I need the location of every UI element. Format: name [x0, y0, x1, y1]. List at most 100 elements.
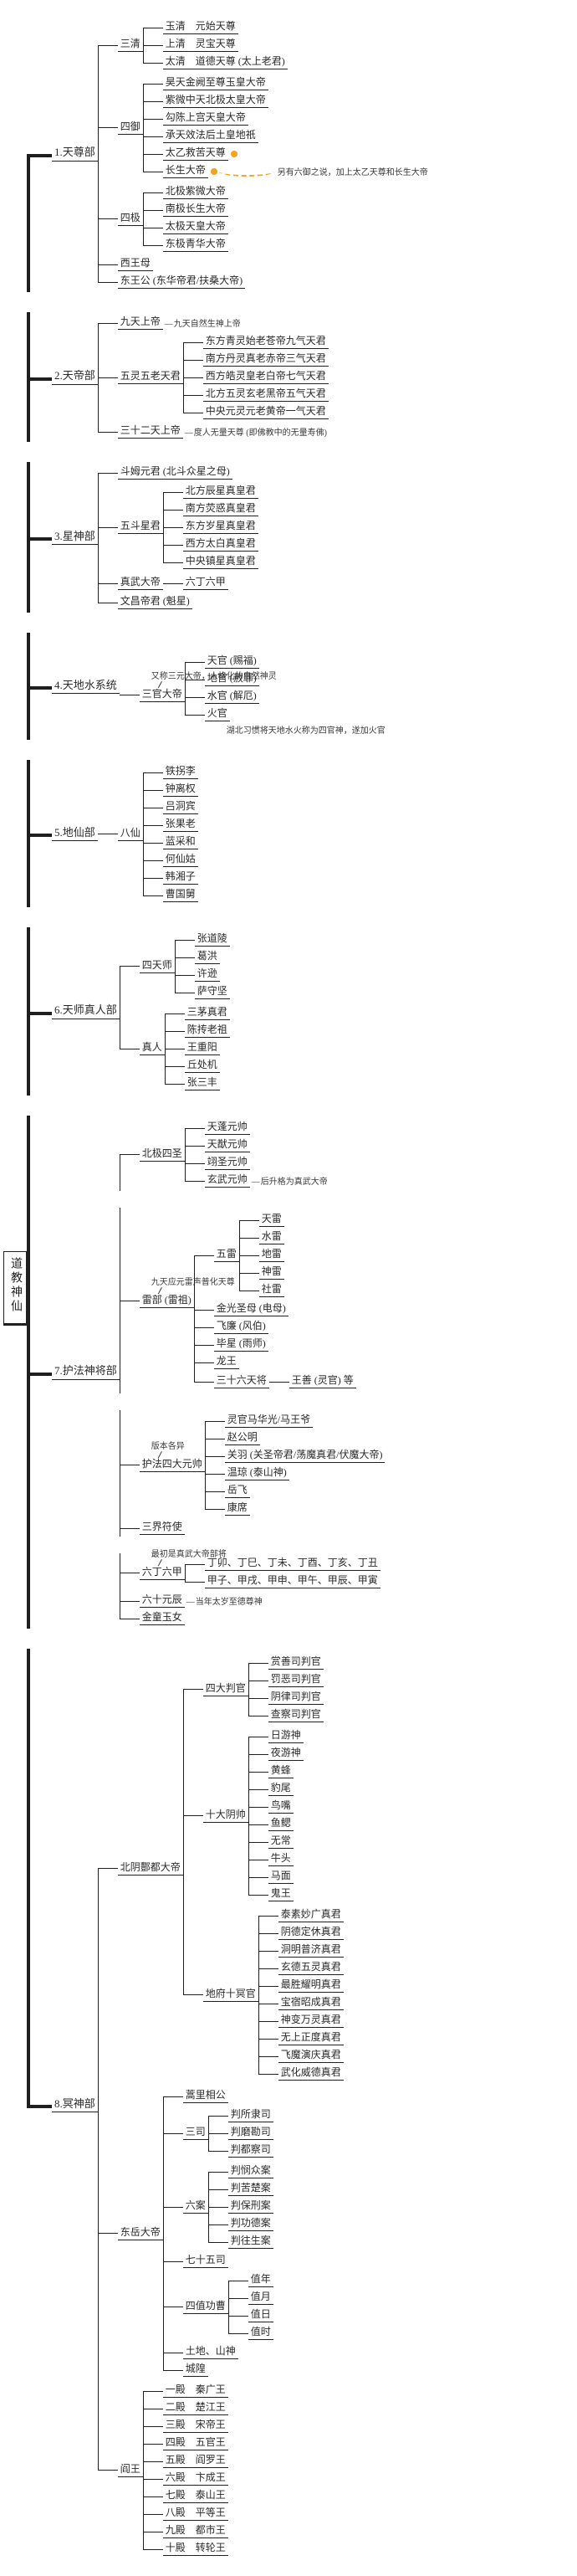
tree-node-label[interactable]: 三官大帝: [139, 688, 185, 702]
tree-node-label[interactable]: 北极紫微大帝: [162, 185, 228, 199]
tree-node-label[interactable]: 三十二天上帝: [117, 424, 183, 439]
tree-node-label[interactable]: 韩湘子: [162, 870, 198, 885]
tree-node-label[interactable]: 地府十冥官: [202, 1988, 258, 2002]
tree-node-label[interactable]: 真武大帝: [117, 576, 163, 590]
tree-node-label[interactable]: 许逊: [194, 967, 220, 982]
tree-node-label[interactable]: 毕星 (雨师): [213, 1337, 268, 1352]
tree-node-label[interactable]: 判保刑案: [227, 2199, 273, 2214]
tree-node-label[interactable]: 王重阳: [184, 1041, 220, 1055]
tree-node-label[interactable]: 无常: [268, 1835, 294, 1849]
tree-node-label[interactable]: 斗姆元君 (北斗众星之母): [117, 465, 232, 480]
tree-node-label[interactable]: 中央元灵元老黄帝一气天君: [202, 405, 329, 419]
tree-node-label[interactable]: 地雷: [258, 1248, 284, 1262]
tree-node-label[interactable]: 康席: [224, 1501, 250, 1516]
tree-node-label[interactable]: 南极长生大帝: [162, 203, 228, 217]
tree-node-label[interactable]: 吕洞宾: [162, 800, 198, 814]
tree-node-label[interactable]: 雷部 (雷祖): [139, 1294, 194, 1308]
tree-node-label[interactable]: 二殿 楚江王: [162, 2401, 228, 2415]
tree-node-label[interactable]: 四极: [117, 212, 143, 226]
tree-node-label[interactable]: 何仙姑: [162, 853, 198, 867]
tree-node-label[interactable]: 五灵五老天君: [117, 370, 183, 384]
tree-node-label[interactable]: 金光圣母 (电母): [213, 1302, 288, 1316]
tree-node-label[interactable]: 赵公明: [224, 1431, 260, 1445]
tree-node-label[interactable]: 太清 道德天尊 (太上老君): [162, 55, 288, 69]
tree-node-label[interactable]: 北方辰星真皇君: [182, 485, 258, 499]
tree-node-label[interactable]: 豹尾: [268, 1782, 294, 1796]
tree-node-label[interactable]: 文昌帝君 (魁星): [117, 595, 192, 609]
tree-node-label[interactable]: 五雷: [213, 1248, 239, 1262]
tree-node-label[interactable]: 六案: [182, 2199, 208, 2214]
tree-node-label[interactable]: 西方皓灵皇老白帝七气天君: [202, 370, 329, 384]
tree-node-label[interactable]: 丁卯、丁巳、丁未、丁酉、丁亥、丁丑: [204, 1557, 380, 1571]
tree-node-label[interactable]: 土地、山神: [182, 2345, 238, 2359]
tree-node-label[interactable]: 岳飞: [224, 1484, 250, 1498]
tree-node-label[interactable]: 三茅真君: [184, 1006, 230, 1020]
tree-node-label[interactable]: 值时: [248, 2326, 273, 2340]
tree-node-label[interactable]: 三司: [182, 2126, 208, 2140]
tree-node-label[interactable]: 三殿 宋帝王: [162, 2419, 228, 2433]
tree-node-label[interactable]: 上清 灵宝天尊: [162, 38, 238, 52]
tree-node-label[interactable]: 紫微中天北极太皇大帝: [162, 94, 268, 108]
tree-node-label[interactable]: 甲子、甲戌、甲申、甲午、甲辰、甲寅: [204, 1574, 380, 1588]
tree-node-label[interactable]: 7.护法神将部: [52, 1364, 120, 1380]
tree-node-label[interactable]: 龙王: [213, 1355, 239, 1369]
tree-node-label[interactable]: 蒿里相公: [182, 2089, 228, 2103]
tree-node-label[interactable]: 洞明普济真君: [278, 1943, 344, 1958]
tree-node-label[interactable]: 七十五司: [182, 2254, 228, 2268]
tree-node-label[interactable]: 黄蜂: [268, 1764, 294, 1778]
tree-node-label[interactable]: 4.天地水系统: [52, 679, 120, 695]
tree-node-label[interactable]: 北方五灵玄老黑帝五气天君: [202, 387, 329, 402]
tree-node-label[interactable]: 陈抟老祖: [184, 1024, 230, 1038]
tree-node-label[interactable]: 玉清 元始天尊: [162, 20, 238, 34]
tree-node-label[interactable]: 四殿 五官王: [162, 2436, 228, 2450]
tree-node-label[interactable]: 阎王: [117, 2463, 143, 2477]
tree-node-label[interactable]: 马面: [268, 1870, 294, 1884]
tree-node-label[interactable]: 神雷: [258, 1265, 284, 1280]
tree-node-label[interactable]: 七殿 泰山王: [162, 2489, 228, 2503]
tree-node-label[interactable]: 六丁六甲: [139, 1566, 185, 1580]
tree-node-label[interactable]: 西方太白真皇君: [182, 537, 258, 552]
tree-node-label[interactable]: 火官: [204, 707, 230, 721]
tree-node-label[interactable]: 鸟嘴: [268, 1799, 294, 1814]
tree-node-label[interactable]: 护法四大元帅: [139, 1458, 205, 1472]
tree-node-label[interactable]: 东方岁星真皇君: [182, 520, 258, 534]
tree-node-label[interactable]: 5.地仙部: [52, 826, 98, 842]
tree-node-label[interactable]: 八仙: [117, 827, 143, 841]
tree-node-label[interactable]: 飞魔演庆真君: [278, 2049, 344, 2063]
tree-node-label[interactable]: 社雷: [258, 1283, 284, 1297]
tree-node-label[interactable]: 玄武元帅: [204, 1173, 250, 1188]
tree-node-label[interactable]: 阴德定休真君: [278, 1926, 344, 1940]
tree-node-label[interactable]: 值日: [248, 2308, 273, 2322]
tree-node-label[interactable]: 夜游神: [268, 1747, 304, 1761]
tree-node-label[interactable]: 三清: [117, 38, 143, 52]
tree-node-label[interactable]: 无上正度真君: [278, 2031, 344, 2045]
tree-node-label[interactable]: 武化威德真君: [278, 2066, 344, 2081]
tree-node-label[interactable]: 6.天师真人部: [52, 1003, 120, 1019]
tree-node-label[interactable]: 三界符使: [139, 1521, 185, 1535]
tree-node-label[interactable]: 真人: [139, 1041, 165, 1055]
tree-node-label[interactable]: 东岳大帝: [117, 2226, 163, 2240]
tree-node-label[interactable]: 四大判官: [202, 1682, 248, 1696]
tree-node-label[interactable]: 城隍: [182, 2363, 208, 2377]
tree-node-label[interactable]: 王善 (灵官) 等: [288, 1374, 356, 1388]
tree-node-label[interactable]: 灵官马华光/马王爷: [224, 1414, 314, 1428]
tree-node-label[interactable]: 四天师: [139, 959, 175, 973]
tree-node-label[interactable]: 水官 (解厄): [204, 690, 259, 704]
tree-node-label[interactable]: 查察司判官: [268, 1708, 324, 1722]
tree-node-label[interactable]: 丘处机: [184, 1059, 220, 1073]
tree-node-label[interactable]: 判苦楚案: [227, 2182, 273, 2196]
tree-node-label[interactable]: 十殿 转轮王: [162, 2542, 228, 2556]
tree-node-label[interactable]: 六丁六甲: [182, 576, 228, 590]
tree-node-label[interactable]: 宝宿昭成真君: [278, 1996, 344, 2010]
tree-node-label[interactable]: 萨守坚: [194, 985, 230, 999]
tree-node-label[interactable]: 中央镇星真皇君: [182, 555, 258, 569]
tree-node-label[interactable]: 牛头: [268, 1852, 294, 1866]
tree-node-label[interactable]: 泰素妙广真君: [278, 1908, 344, 1922]
tree-node-label[interactable]: 六十元辰: [139, 1593, 185, 1608]
tree-node-label[interactable]: 阴律司判官: [268, 1691, 324, 1705]
tree-node-label[interactable]: 四值功曹: [182, 2300, 228, 2314]
tree-node-label[interactable]: 判磨勘司: [227, 2126, 273, 2140]
tree-node-label[interactable]: 东极青华大帝: [162, 238, 228, 252]
tree-node-label[interactable]: 南方荧惑真皇君: [182, 502, 258, 516]
tree-node-label[interactable]: 东方青灵始老苍帝九气天君: [202, 335, 329, 349]
